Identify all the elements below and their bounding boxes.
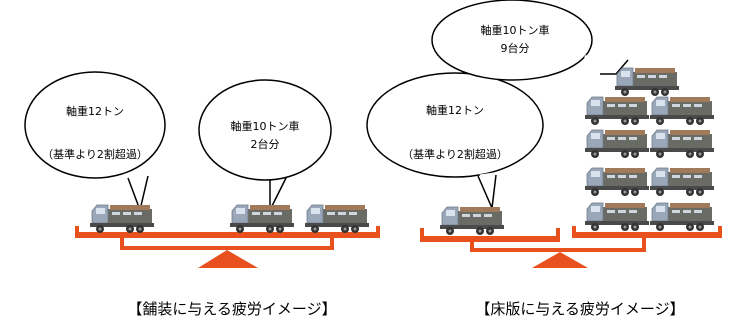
stacked-truck-4 — [584, 129, 650, 159]
stacked-truck-1 — [614, 67, 680, 97]
bubble-single-right-line2: （基準より2割超過） — [402, 147, 508, 161]
right-panel: 軸重12トン （基準より2割超過） 軸重10トン車 9台分 — [366, 0, 722, 318]
speech-bubble-single-truck: 軸重12トン （基準より2割超過） — [24, 71, 166, 213]
balance-scale-left — [75, 226, 380, 268]
bubble-stack-line1: 軸重10トン車 — [481, 23, 550, 37]
stacked-truck-9 — [649, 202, 715, 232]
bubble-double-line1: 軸重10トン車 — [231, 119, 300, 133]
bubble-single-right-line1: 軸重12トン — [426, 103, 484, 117]
speech-bubble-nine-trucks: 軸重10トン車 9台分 — [431, 0, 629, 81]
bubble-single-line2: （基準より2割超過） — [42, 147, 148, 161]
stacked-truck-2 — [584, 96, 650, 126]
stacked-truck-7 — [649, 167, 715, 197]
truck-12t-right — [439, 206, 505, 236]
bubble-single-line1: 軸重12トン — [66, 104, 124, 118]
left-panel: 軸重12トン （基準より2割超過） 軸重10トン車 2台分 【舗装に与える疲労イ… — [24, 71, 380, 318]
truck-12t-left — [89, 204, 155, 234]
balance-scale-right — [420, 226, 722, 268]
caption-deck-slab: 【床版に与える疲労イメージ】 — [475, 300, 684, 318]
stacked-truck-5 — [649, 129, 715, 159]
truck-10t-left-1 — [229, 204, 295, 234]
caption-pavement: 【舗装に与える疲労イメージ】 — [127, 300, 336, 318]
stacked-truck-6 — [584, 167, 650, 197]
speech-bubble-single-truck-right: 軸重12トン （基準より2割超過） — [366, 72, 544, 211]
stacked-truck-3 — [649, 96, 715, 126]
truck-10t-left-2 — [304, 204, 370, 234]
bubble-stack-line2: 9台分 — [501, 41, 530, 55]
stacked-truck-8 — [584, 202, 650, 232]
stacked-trucks — [584, 67, 715, 232]
speech-bubble-two-trucks: 軸重10トン車 2台分 — [198, 79, 332, 211]
bubble-double-line2: 2台分 — [251, 137, 280, 151]
